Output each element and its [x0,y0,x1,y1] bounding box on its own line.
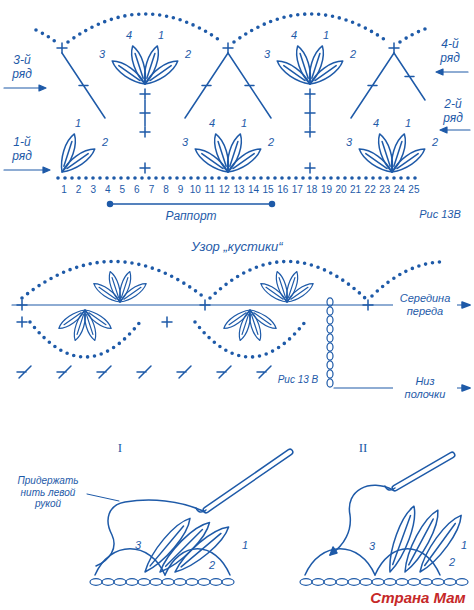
stitch-number: 1 [158,29,164,42]
cluster-fan [57,44,427,176]
column-number: 13 [233,184,244,196]
stitch-number: 4 [209,117,215,130]
column-number: 14 [248,184,259,196]
pattern-title: Узор „кустики“ [191,240,282,255]
stitch-number: 3 [182,136,188,149]
chart-bushes [12,262,470,392]
single-crochet [17,300,373,327]
stitch-number: 2 [350,48,356,61]
crochet-hook [196,452,452,512]
column-number: 4 [105,184,111,196]
column-number: 17 [292,184,303,196]
column-number: 11 [205,184,215,196]
stitch-number: 4 [373,117,379,130]
row-arrow [4,69,470,173]
column-number: 8 [163,184,169,196]
rapport-label: Раппорт [165,210,216,224]
edge-label: Середина переда [393,291,457,318]
step-number: I [118,441,122,456]
technique-figure [87,452,468,585]
column-number: 10 [190,184,201,196]
working-yarn [96,485,393,566]
stitch-number: 2 [432,136,438,149]
stitch-number: 2 [102,136,108,149]
rapport-bracket [108,202,275,207]
double-crochet [62,53,425,126]
row-label: 1-й ряд [5,136,39,164]
stitch-number: 3 [264,48,270,61]
stitch-number: 3 [99,48,105,61]
edge-label: Низ полочки [393,374,457,401]
watermark: Страна Мам [370,589,465,606]
column-number: 20 [335,184,346,196]
cluster-fan [57,270,316,341]
stitch-number: 3 [346,136,352,149]
column-number: 15 [263,184,274,196]
stitch-number: 1 [242,539,248,552]
base-chain [90,579,468,586]
column-number: 5 [120,184,126,196]
column-number: 25 [408,184,419,196]
chart-13b [4,14,470,207]
row-label: 4-й ряд [433,38,467,66]
line-arrow [462,385,470,391]
column-number: 1 [61,184,67,196]
stitch-number: 2 [268,136,274,149]
stitch-number: 1 [405,117,411,130]
line-arrow [462,302,470,308]
stitch-number: 3 [135,539,141,552]
yarn-loops [140,504,467,577]
column-number: 24 [394,184,405,196]
stitch-number: 1 [461,539,467,552]
stitch-number: 4 [291,29,297,42]
leader-line [87,494,119,501]
stitch-number: 1 [241,117,247,130]
column-number: 9 [178,184,184,196]
step-number: II [359,441,368,456]
stitch-number: 4 [126,29,132,42]
stitch-number: 1 [323,29,329,42]
column-number: 2 [76,184,82,196]
single-crochet [57,43,399,173]
stitch-number: 2 [449,556,455,569]
column-number: 3 [90,184,96,196]
column-number: 22 [365,184,376,196]
stitch-number: 2 [209,559,215,572]
row-label: 3-й ряд [5,54,39,82]
edge-chain [327,298,333,387]
column-number: 12 [219,184,230,196]
figure-caption: Рис 13 В [278,374,319,386]
column-number: 16 [277,184,288,196]
stitch-number: 1 [75,117,81,130]
stitch-number: 2 [185,48,191,61]
column-number: 19 [321,184,332,196]
chain-dots [22,262,440,358]
column-number: 7 [149,184,155,196]
chain-dots [36,14,428,178]
column-number: 18 [306,184,317,196]
column-number: 23 [379,184,390,196]
note: Придержать нить левой рукой [12,475,84,510]
row-label: 2-й ряд [436,98,470,126]
stitch-number: 3 [369,540,375,553]
figure-caption: Рис 13В [419,208,461,221]
column-number: 21 [350,184,361,196]
column-number: 6 [134,184,140,196]
bottom-stitches [17,366,271,378]
